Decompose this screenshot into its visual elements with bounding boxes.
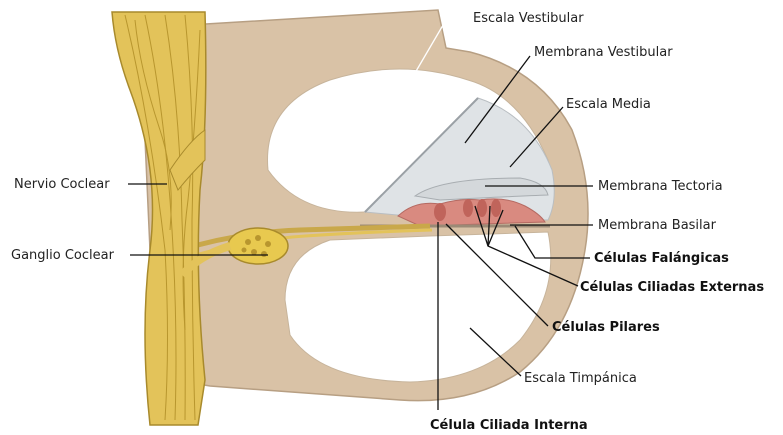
label-membrana-vestibular: Membrana Vestibular (534, 45, 673, 60)
spiral-ganglion (228, 228, 288, 264)
label-celulas-falangicas: Células Falángicas (594, 251, 729, 266)
label-celulas-ciliadas-externas: Células Ciliadas Externas (580, 280, 764, 295)
label-membrana-tectoria: Membrana Tectoria (598, 179, 723, 194)
label-escala-media: Escala Media (566, 97, 651, 112)
label-celula-ciliada-interna: Célula Ciliada Interna (430, 418, 588, 433)
label-escala-timpanica: Escala Timpánica (524, 371, 637, 386)
label-celulas-pilares: Células Pilares (552, 320, 660, 335)
label-escala-vestibular: Escala Vestibular (473, 11, 584, 26)
label-membrana-basilar: Membrana Basilar (598, 218, 717, 233)
label-ganglio-coclear: Ganglio Coclear (11, 248, 115, 263)
label-nervio-coclear: Nervio Coclear (14, 177, 110, 192)
